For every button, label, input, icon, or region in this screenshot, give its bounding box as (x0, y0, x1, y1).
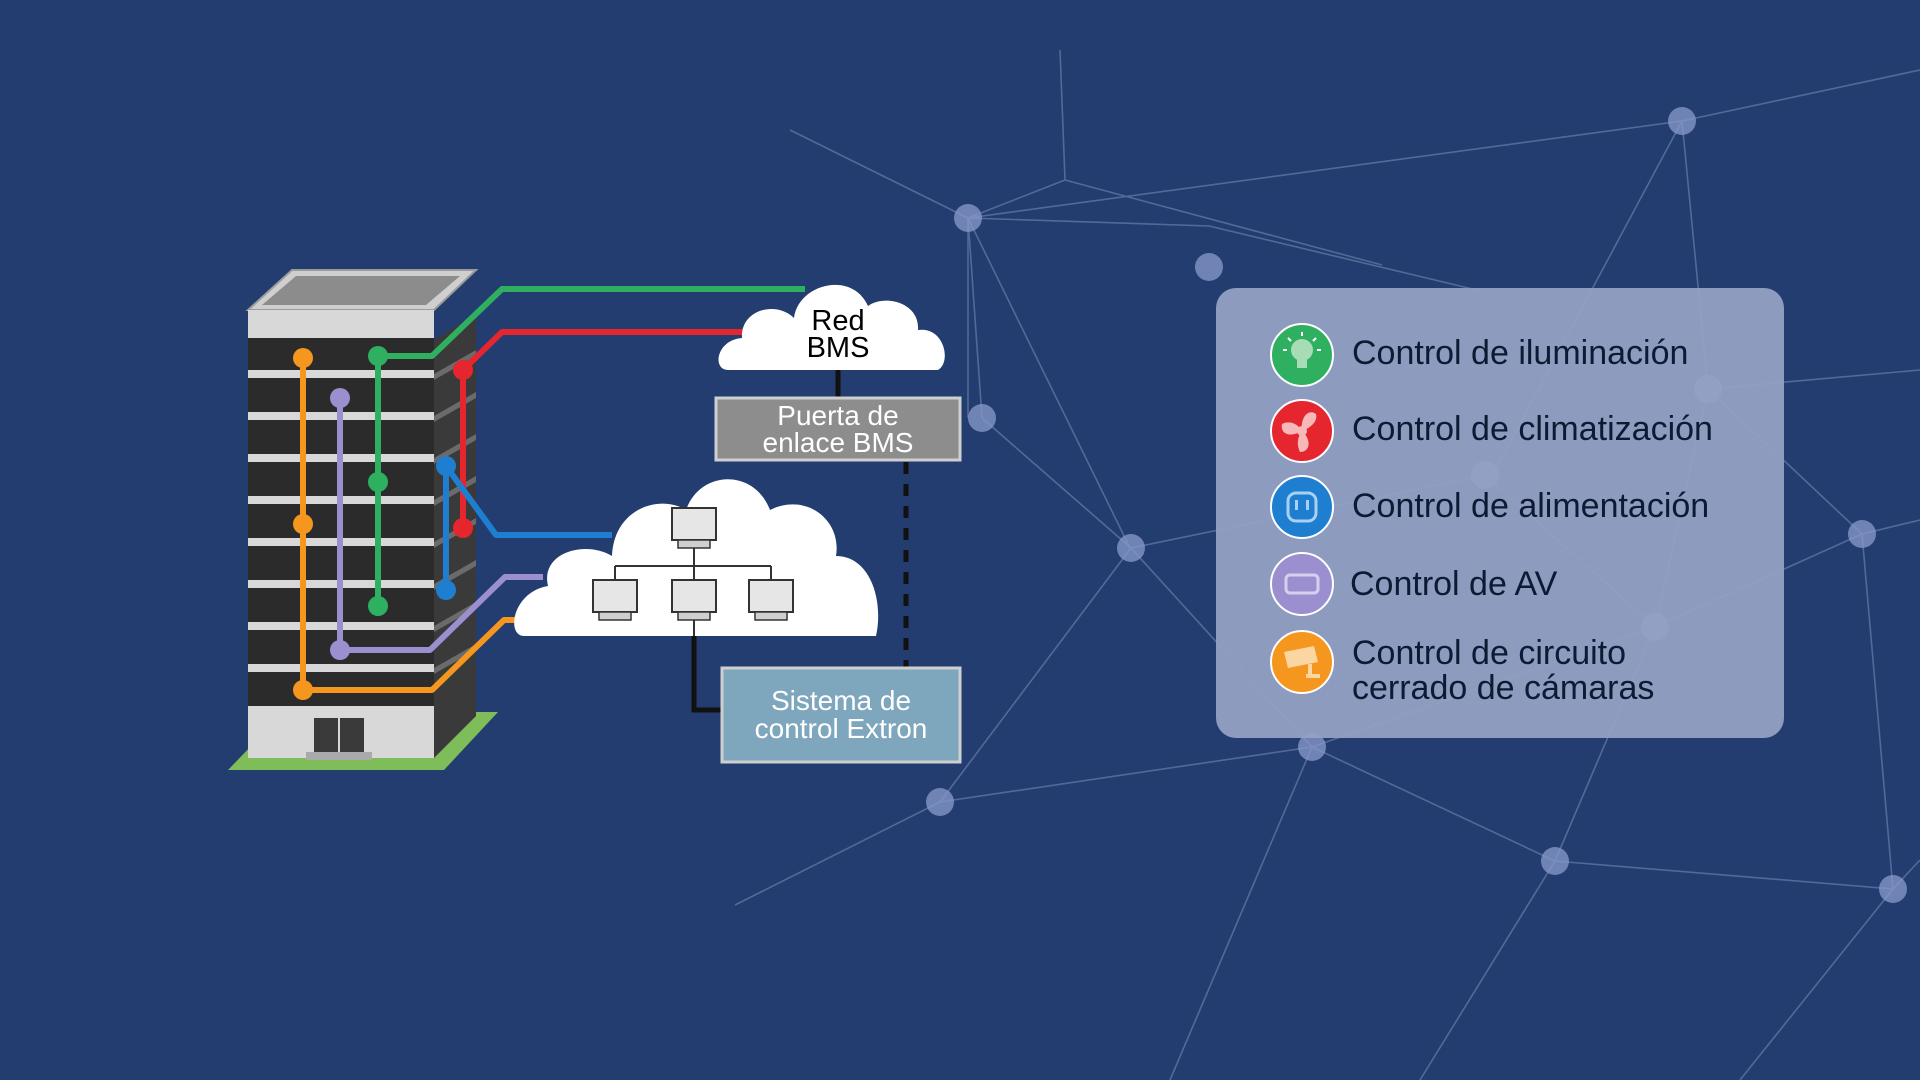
computer-network-icon (614, 546, 772, 636)
legend-item-av: Control de AV (1270, 552, 1558, 616)
network-nodes (926, 107, 1907, 903)
legend-item-power: Control de alimentación (1270, 475, 1709, 539)
av-line (337, 398, 543, 653)
control-lines (300, 286, 805, 693)
legend-item-cctv: Control de circuito cerrado de cámaras (1270, 630, 1654, 707)
control-line-nodes (293, 346, 473, 700)
legend-label-cctv-line2: cerrado de cámaras (1352, 669, 1654, 707)
fan-icon (1270, 399, 1334, 463)
av-device-icon (1270, 552, 1334, 616)
cctv-camera-icon (1270, 630, 1334, 694)
legend-item-climate: Control de climatización (1270, 399, 1713, 463)
legend-item-lighting: Control de iluminación (1270, 323, 1688, 387)
legend-label-av: Control de AV (1350, 565, 1558, 603)
extron-label-line2: control Extron (755, 713, 928, 744)
power-outlet-icon (1270, 475, 1334, 539)
legend-label-power: Control de alimentación (1352, 487, 1709, 525)
extron-label-line1: Sistema de (771, 685, 911, 716)
power-line (443, 463, 612, 590)
cctv-line (300, 358, 524, 693)
computer-icon-left (592, 579, 638, 621)
gateway-label-line1: Puerta de (777, 400, 898, 431)
lighting-line (375, 286, 805, 606)
legend-label-climate: Control de climatización (1352, 410, 1713, 448)
bms-cloud: Red BMS (718, 284, 945, 370)
extron-control-box: Sistema de control Extron (720, 666, 962, 764)
gateway-label-line2: enlace BMS (763, 427, 914, 458)
lightbulb-icon (1270, 323, 1334, 387)
computer-icon-middle (671, 579, 717, 621)
bms-cloud-label-line2: BMS (807, 332, 870, 364)
bms-cloud-label-line1: Red (811, 305, 864, 337)
computer-icon-right (748, 579, 794, 621)
computer-icon-top (671, 507, 717, 549)
bms-gateway-box: Puerta de enlace BMS (714, 396, 962, 462)
network-cloud (514, 479, 879, 636)
legend-label-cctv-line1: Control de circuito (1352, 634, 1626, 672)
connectors (691, 370, 909, 713)
climate-line (460, 329, 745, 528)
legend-panel: Control de iluminación Control de climat… (1216, 288, 1784, 738)
legend-label-lighting: Control de iluminación (1352, 334, 1688, 372)
